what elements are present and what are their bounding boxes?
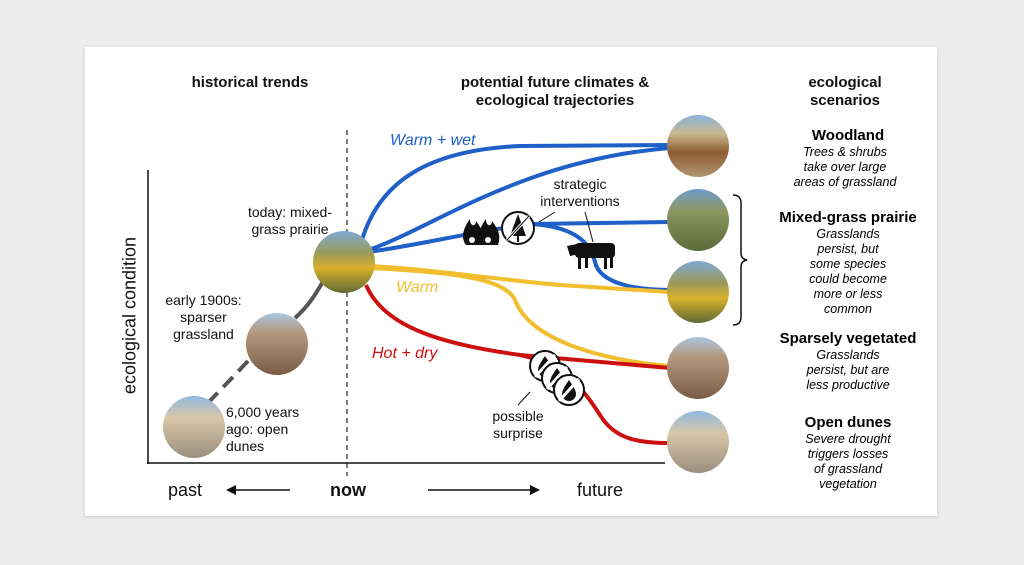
scenario-mixed-grass: Mixed-grass prairie Grasslands persist, … xyxy=(748,209,948,317)
scenario-open-dunes: Open dunes Severe drought triggers losse… xyxy=(748,414,948,492)
label-today: today: mixed-grass prairie xyxy=(247,204,333,237)
label-possible-surprise: possible surprise xyxy=(492,408,544,441)
header-future: potential future climates & ecological t… xyxy=(460,74,650,109)
now-label: now xyxy=(330,480,366,500)
strategic-pointer-2 xyxy=(584,211,594,243)
photo-mixed-grass-today xyxy=(313,231,375,293)
scenario-desc: Trees & shrubs take over large areas of … xyxy=(793,145,897,189)
scenario-desc: Grasslands persist, but some species cou… xyxy=(809,227,887,316)
scenario-desc: Severe drought triggers losses of grassl… xyxy=(805,432,891,491)
future-label: future xyxy=(576,480,624,500)
strategic-pointer-1 xyxy=(538,211,556,223)
label-early-1900s: early 1900s: sparser grassland xyxy=(165,292,242,342)
photo-mixed-grass-1 xyxy=(667,189,729,251)
climate-hot-dry: Hot + dry xyxy=(372,345,438,362)
historical-trend-solid xyxy=(293,276,327,320)
scenario-title: Woodland xyxy=(811,127,885,144)
mixed-grass-bracket xyxy=(732,194,748,326)
past-arrow xyxy=(226,485,290,495)
photo-sparse-grassland-1900s xyxy=(246,313,308,375)
photo-open-dunes-future xyxy=(667,411,729,473)
photo-woodland xyxy=(667,115,729,177)
scenario-sparsely-vegetated: Sparsely vegetated Grasslands persist, b… xyxy=(748,330,948,393)
photo-sparsely-vegetated xyxy=(667,337,729,399)
no-drought-icons xyxy=(529,350,585,406)
label-6000-years: 6,000 years ago: open dunes xyxy=(226,404,300,454)
climate-warm: Warm xyxy=(396,279,439,296)
climate-warm-wet: Warm + wet xyxy=(390,132,476,149)
past-label: past xyxy=(167,480,203,500)
future-arrow xyxy=(428,485,540,495)
fire-icon xyxy=(463,219,500,245)
scenario-desc: Grasslands persist, but are less product… xyxy=(806,348,890,392)
historical-trend-dashed xyxy=(206,348,260,405)
scenario-title: Sparsely vegetated xyxy=(779,330,917,347)
header-historical: historical trends xyxy=(191,74,309,91)
surprise-pointer xyxy=(517,391,531,406)
cow-icon xyxy=(567,243,615,269)
warm-trajectories xyxy=(369,264,671,368)
scenario-title: Open dunes xyxy=(804,414,892,431)
y-axis-label: ecological condition xyxy=(119,236,140,395)
label-strategic-interventions: strategic interventions xyxy=(540,176,620,209)
header-scenarios: ecological scenarios xyxy=(808,74,882,109)
photo-mixed-grass-2 xyxy=(667,261,729,323)
scenario-title: Mixed-grass prairie xyxy=(779,209,917,226)
scenario-woodland: Woodland Trees & shrubs take over large … xyxy=(748,127,948,190)
no-trees-icon xyxy=(501,211,535,245)
photo-open-dunes-past xyxy=(163,396,225,458)
